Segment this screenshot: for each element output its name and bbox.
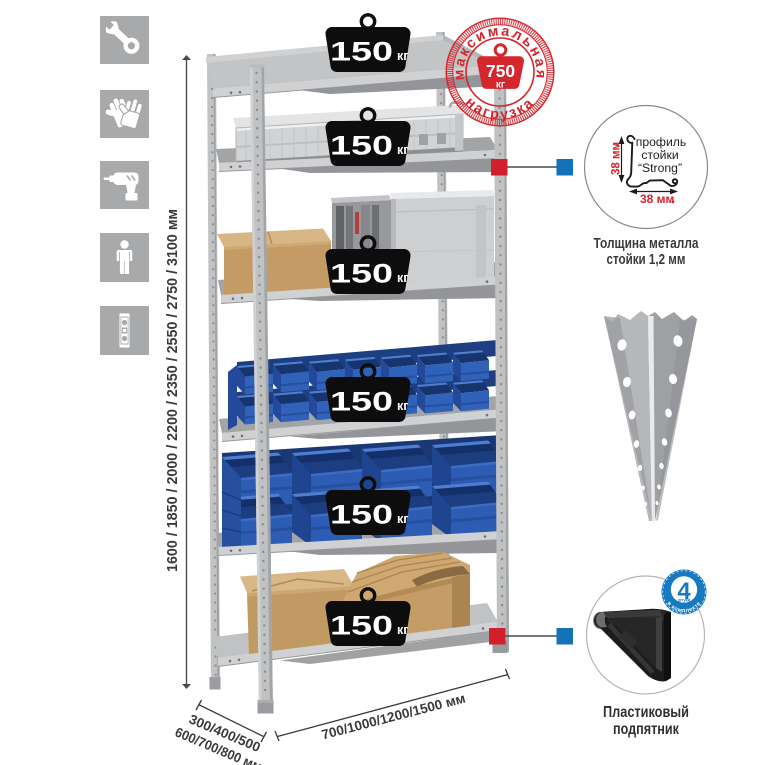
svg-text:штуки: штуки bbox=[678, 598, 691, 603]
svg-text:4: 4 bbox=[677, 578, 691, 605]
svg-text:750: 750 bbox=[486, 61, 515, 81]
svg-text:подпятник: подпятник bbox=[613, 721, 679, 738]
svg-text:Пластиковый: Пластиковый bbox=[603, 704, 689, 721]
svg-text:кг: кг bbox=[397, 49, 408, 63]
svg-text:1600 / 1850 / 2000 / 2200 / 23: 1600 / 1850 / 2000 / 2200 / 2350 / 2550 … bbox=[165, 209, 181, 572]
svg-text:стойки 1,2 мм: стойки 1,2 мм bbox=[607, 251, 686, 268]
svg-text:38 мм: 38 мм bbox=[640, 192, 675, 206]
svg-text:“Strong”: “Strong” bbox=[638, 161, 682, 175]
svg-text:700/1000/1200/1500 мм: 700/1000/1200/1500 мм bbox=[320, 691, 467, 743]
svg-text:Толщина металла: Толщина металла bbox=[594, 235, 700, 252]
svg-text:38 мм: 38 мм bbox=[611, 142, 623, 175]
svg-text:150: 150 bbox=[330, 37, 393, 67]
svg-text:кг: кг bbox=[496, 80, 505, 91]
svg-text:стойки: стойки bbox=[641, 148, 678, 162]
svg-text:профиль: профиль bbox=[636, 135, 686, 149]
